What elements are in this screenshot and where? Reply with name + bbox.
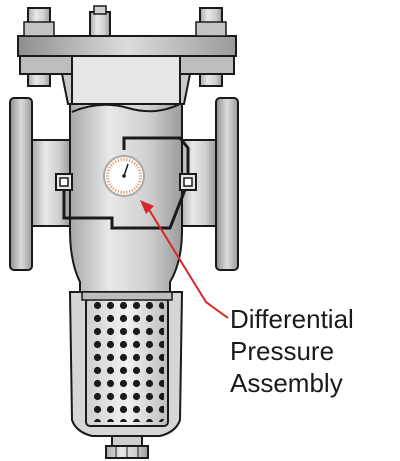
gauge-tick (120, 190, 122, 194)
bolt-bottom-left (27, 73, 51, 87)
basket-housing (68, 291, 184, 437)
gauge-tick (133, 161, 136, 165)
gauge-tick (126, 190, 128, 194)
outlet-flange (179, 97, 239, 271)
gauge-tick (106, 180, 111, 183)
callout-label: Differential Pressure Assembly (230, 304, 354, 398)
gauge-tick (120, 158, 122, 162)
vent-plug (89, 11, 111, 37)
gauge-tick (112, 161, 115, 165)
pressure-tubing (62, 136, 190, 230)
gauge-tick (112, 187, 115, 191)
gauge-tick (106, 178, 110, 180)
gauge-tick (131, 188, 134, 192)
gauge-tick (137, 169, 142, 172)
pressure-gauge-icon (103, 155, 145, 197)
strainer-body (69, 103, 183, 297)
gauge-tick (117, 189, 120, 194)
gauge-tick (106, 169, 111, 172)
gauge-tick (109, 164, 113, 167)
callout-line-3: Assembly (230, 368, 343, 398)
gauge-tick (106, 172, 110, 174)
gauge-tick (114, 188, 117, 192)
perforated-basket (90, 302, 164, 422)
gauge-tick (131, 160, 134, 164)
inlet-flange (9, 97, 71, 271)
gauge-tick (135, 164, 139, 167)
gauge-tick (133, 187, 136, 191)
body-neck (60, 55, 192, 105)
gauge-tick (135, 185, 139, 188)
gauge-tick (108, 183, 112, 186)
gauge-tick (126, 158, 128, 162)
pressure-port-icon (179, 173, 197, 191)
bolt-bottom-right (199, 73, 223, 87)
callout-line-1: Differential (230, 304, 354, 334)
callout-pointer (140, 200, 229, 319)
gauge-tick (108, 166, 112, 169)
gauge-tick (138, 172, 142, 174)
gauge-tick (128, 158, 131, 163)
gauge-tick (136, 166, 140, 169)
gauge-tick (137, 180, 142, 183)
callout-line-2: Pressure (230, 336, 334, 366)
pressure-port-icon (55, 173, 73, 191)
gauge-tick (136, 183, 140, 186)
gauge-tick (114, 160, 117, 164)
gauge-tick (117, 158, 120, 163)
gauge-tick (109, 185, 113, 188)
gauge-tick (128, 189, 131, 194)
gauge-tick (138, 178, 142, 180)
drain-plug (105, 435, 149, 459)
